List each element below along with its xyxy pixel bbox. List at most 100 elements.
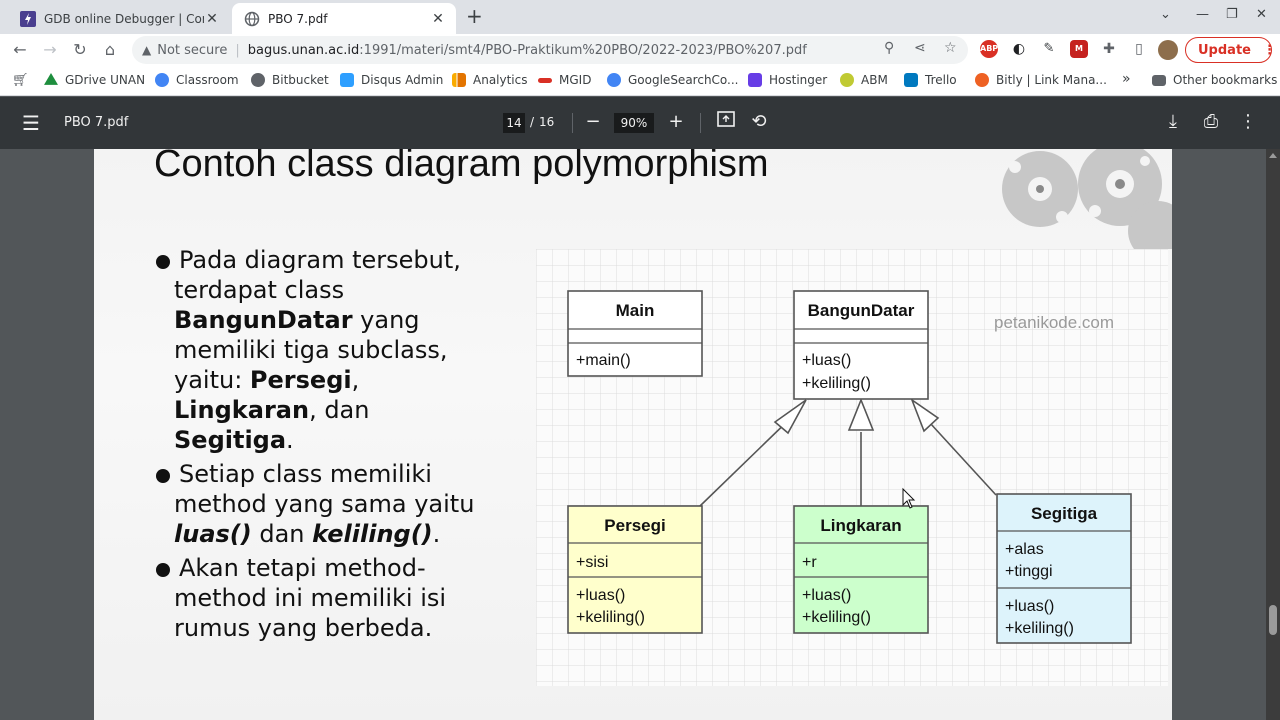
bookmark-bitbucket[interactable]: Bitbucket: [251, 73, 329, 87]
scroll-up-arrow-icon[interactable]: [1269, 153, 1277, 158]
bookmark-bitly[interactable]: Bitly | Link Mana...: [975, 73, 1107, 87]
bullet-dot: [156, 563, 170, 577]
pdf-filename: PBO 7.pdf: [64, 115, 129, 130]
bookmarks-overflow-button[interactable]: »: [1122, 71, 1131, 87]
address-bar[interactable]: ▲ Not secure | bagus.unan.ac.id :1991/ma…: [132, 36, 968, 64]
minimize-button[interactable]: —: [1196, 7, 1209, 22]
class-bangundatar: BangunDatar +luas() +keliling(): [793, 290, 929, 400]
shopping-cart-icon[interactable]: 🛒︎: [12, 73, 29, 88]
class-name: Main: [616, 301, 655, 320]
class-diagram: petanikode.com Main: [536, 249, 1168, 686]
class-attribute: +r: [802, 554, 817, 571]
class-method: +main(): [576, 352, 631, 369]
zoom-magnifier-icon[interactable]: ⚲: [884, 40, 895, 56]
new-tab-button[interactable]: +: [466, 4, 483, 28]
bookmark-analytics[interactable]: Analytics: [452, 73, 528, 87]
scrollbar-thumb[interactable]: [1269, 605, 1277, 635]
zoom-in-icon[interactable]: +: [668, 111, 684, 132]
close-window-button[interactable]: ✕: [1256, 7, 1267, 22]
pdf-document-area[interactable]: Contoh class diagram polymorphism Pada d…: [0, 149, 1266, 720]
bookmark-abm[interactable]: ABM: [840, 73, 888, 87]
print-icon[interactable]: ⎙: [1203, 111, 1219, 132]
download-icon[interactable]: ⤓: [1169, 111, 1177, 132]
tab-pbo-pdf[interactable]: PBO 7.pdf ✕: [232, 3, 456, 34]
class-segitiga: Segitiga +alas +tinggi +luas() +keliling…: [996, 493, 1132, 644]
tab-gdb-debugger[interactable]: GDB online Debugger | Compi ✕: [8, 3, 230, 34]
profile-avatar[interactable]: [1158, 40, 1178, 60]
class-main: Main +main(): [567, 290, 703, 377]
class-method: +luas(): [1005, 598, 1054, 615]
bookmark-star-icon[interactable]: ☆: [944, 40, 957, 56]
class-name: Segitiga: [1031, 504, 1098, 523]
bookmark-hostinger[interactable]: Hostinger: [748, 73, 827, 87]
eyedropper-extension-icon[interactable]: ✎: [1040, 40, 1058, 58]
bookmark-mgid[interactable]: MGID: [538, 73, 591, 87]
pdf-toolbar: ☰ PBO 7.pdf 14 / 16 − 90% + ⟲ ⤓ ⎙ ⋮: [0, 97, 1280, 149]
home-icon[interactable]: ⌂: [104, 40, 116, 59]
class-main-box: [567, 290, 703, 377]
class-name: Persegi: [604, 516, 665, 535]
close-tab-icon[interactable]: ✕: [206, 10, 218, 27]
rotate-icon[interactable]: ⟲: [751, 111, 767, 132]
class-segitiga-box: [996, 493, 1132, 644]
globe-icon: [251, 73, 265, 87]
class-attribute: +tinggi: [1005, 563, 1053, 580]
trello-icon: [904, 73, 918, 87]
class-method: +keliling(): [802, 375, 871, 392]
watermark-text: petanikode.com: [994, 313, 1114, 332]
inheritance-arrow-segitiga: [910, 397, 940, 433]
bookmark-gdrive[interactable]: GDrive UNAN: [44, 73, 145, 87]
slide-title: Contoh class diagram polymorphism: [154, 149, 769, 185]
bookmark-classroom[interactable]: Classroom: [155, 73, 239, 87]
extensions-puzzle-icon[interactable]: ✚: [1100, 40, 1118, 58]
back-arrow-icon[interactable]: ←: [13, 40, 27, 59]
vertical-scrollbar[interactable]: [1266, 149, 1280, 720]
kebab-menu-icon: ⋮: [1262, 42, 1276, 58]
class-name: Lingkaran: [820, 516, 901, 535]
bullet-item: Akan tetapi method-method ini memiliki i…: [154, 553, 494, 643]
bullet-item: Setiap class memiliki method yang sama y…: [154, 459, 494, 549]
class-method: +luas(): [576, 587, 625, 604]
class-method: +luas(): [802, 352, 851, 369]
bookmark-trello[interactable]: Trello: [904, 73, 957, 87]
bookmark-disqus[interactable]: Disqus Admin: [340, 73, 443, 87]
warning-triangle-icon[interactable]: ▲: [142, 43, 152, 57]
other-bookmarks-folder[interactable]: Other bookmarks: [1152, 73, 1277, 87]
google-g-icon: [155, 73, 169, 87]
side-panel-icon[interactable]: ▯: [1130, 40, 1148, 58]
hamburger-menu-icon[interactable]: ☰: [22, 111, 40, 135]
mouse-cursor-icon: [902, 487, 916, 509]
folder-icon: [1152, 74, 1166, 86]
tab-search-chevron-icon[interactable]: ⌄: [1160, 7, 1171, 22]
page-number-input[interactable]: 14: [503, 113, 525, 133]
inheritance-arrow-persegi: [773, 399, 807, 435]
disqus-icon: [340, 73, 354, 87]
url-path: :1991/materi/smt4/PBO-Praktikum%20PBO/20…: [359, 42, 807, 58]
abm-icon: [840, 73, 854, 87]
mgid-extension-icon[interactable]: M: [1070, 40, 1088, 58]
class-method: +keliling(): [802, 609, 871, 626]
adblock-extension-icon[interactable]: ABP: [980, 40, 998, 58]
bullet-dot: [156, 255, 170, 269]
more-options-icon[interactable]: ⋮: [1239, 111, 1257, 132]
reload-icon[interactable]: ↻: [73, 40, 87, 59]
class-bangundatar-box: [793, 290, 929, 400]
page-separator: /: [530, 115, 535, 129]
forward-arrow-icon[interactable]: →: [43, 40, 57, 59]
class-attribute: +sisi: [576, 554, 608, 571]
maximize-button[interactable]: ❐: [1226, 7, 1238, 22]
zoom-input[interactable]: 90%: [614, 113, 654, 133]
close-tab-icon[interactable]: ✕: [432, 10, 444, 27]
zoom-out-icon[interactable]: −: [585, 111, 601, 132]
analytics-bars-icon: [452, 73, 466, 87]
bookmark-googlesearchconsole[interactable]: GoogleSearchCo...: [607, 73, 739, 87]
tab-title: GDB online Debugger | Compi: [44, 11, 204, 26]
dark-mode-extension-icon[interactable]: ◐: [1010, 40, 1028, 58]
fit-to-page-icon[interactable]: [715, 111, 737, 133]
security-label: Not secure: [157, 42, 228, 58]
browser-toolbar: ← → ↻ ⌂ ▲ Not secure | bagus.unan.ac.id …: [0, 34, 1280, 66]
class-persegi: Persegi +sisi +luas() +keliling(): [567, 505, 703, 634]
update-button[interactable]: Update ⋮: [1185, 37, 1276, 63]
share-icon[interactable]: ⋖: [914, 40, 926, 56]
mgid-check-icon: [538, 77, 552, 83]
